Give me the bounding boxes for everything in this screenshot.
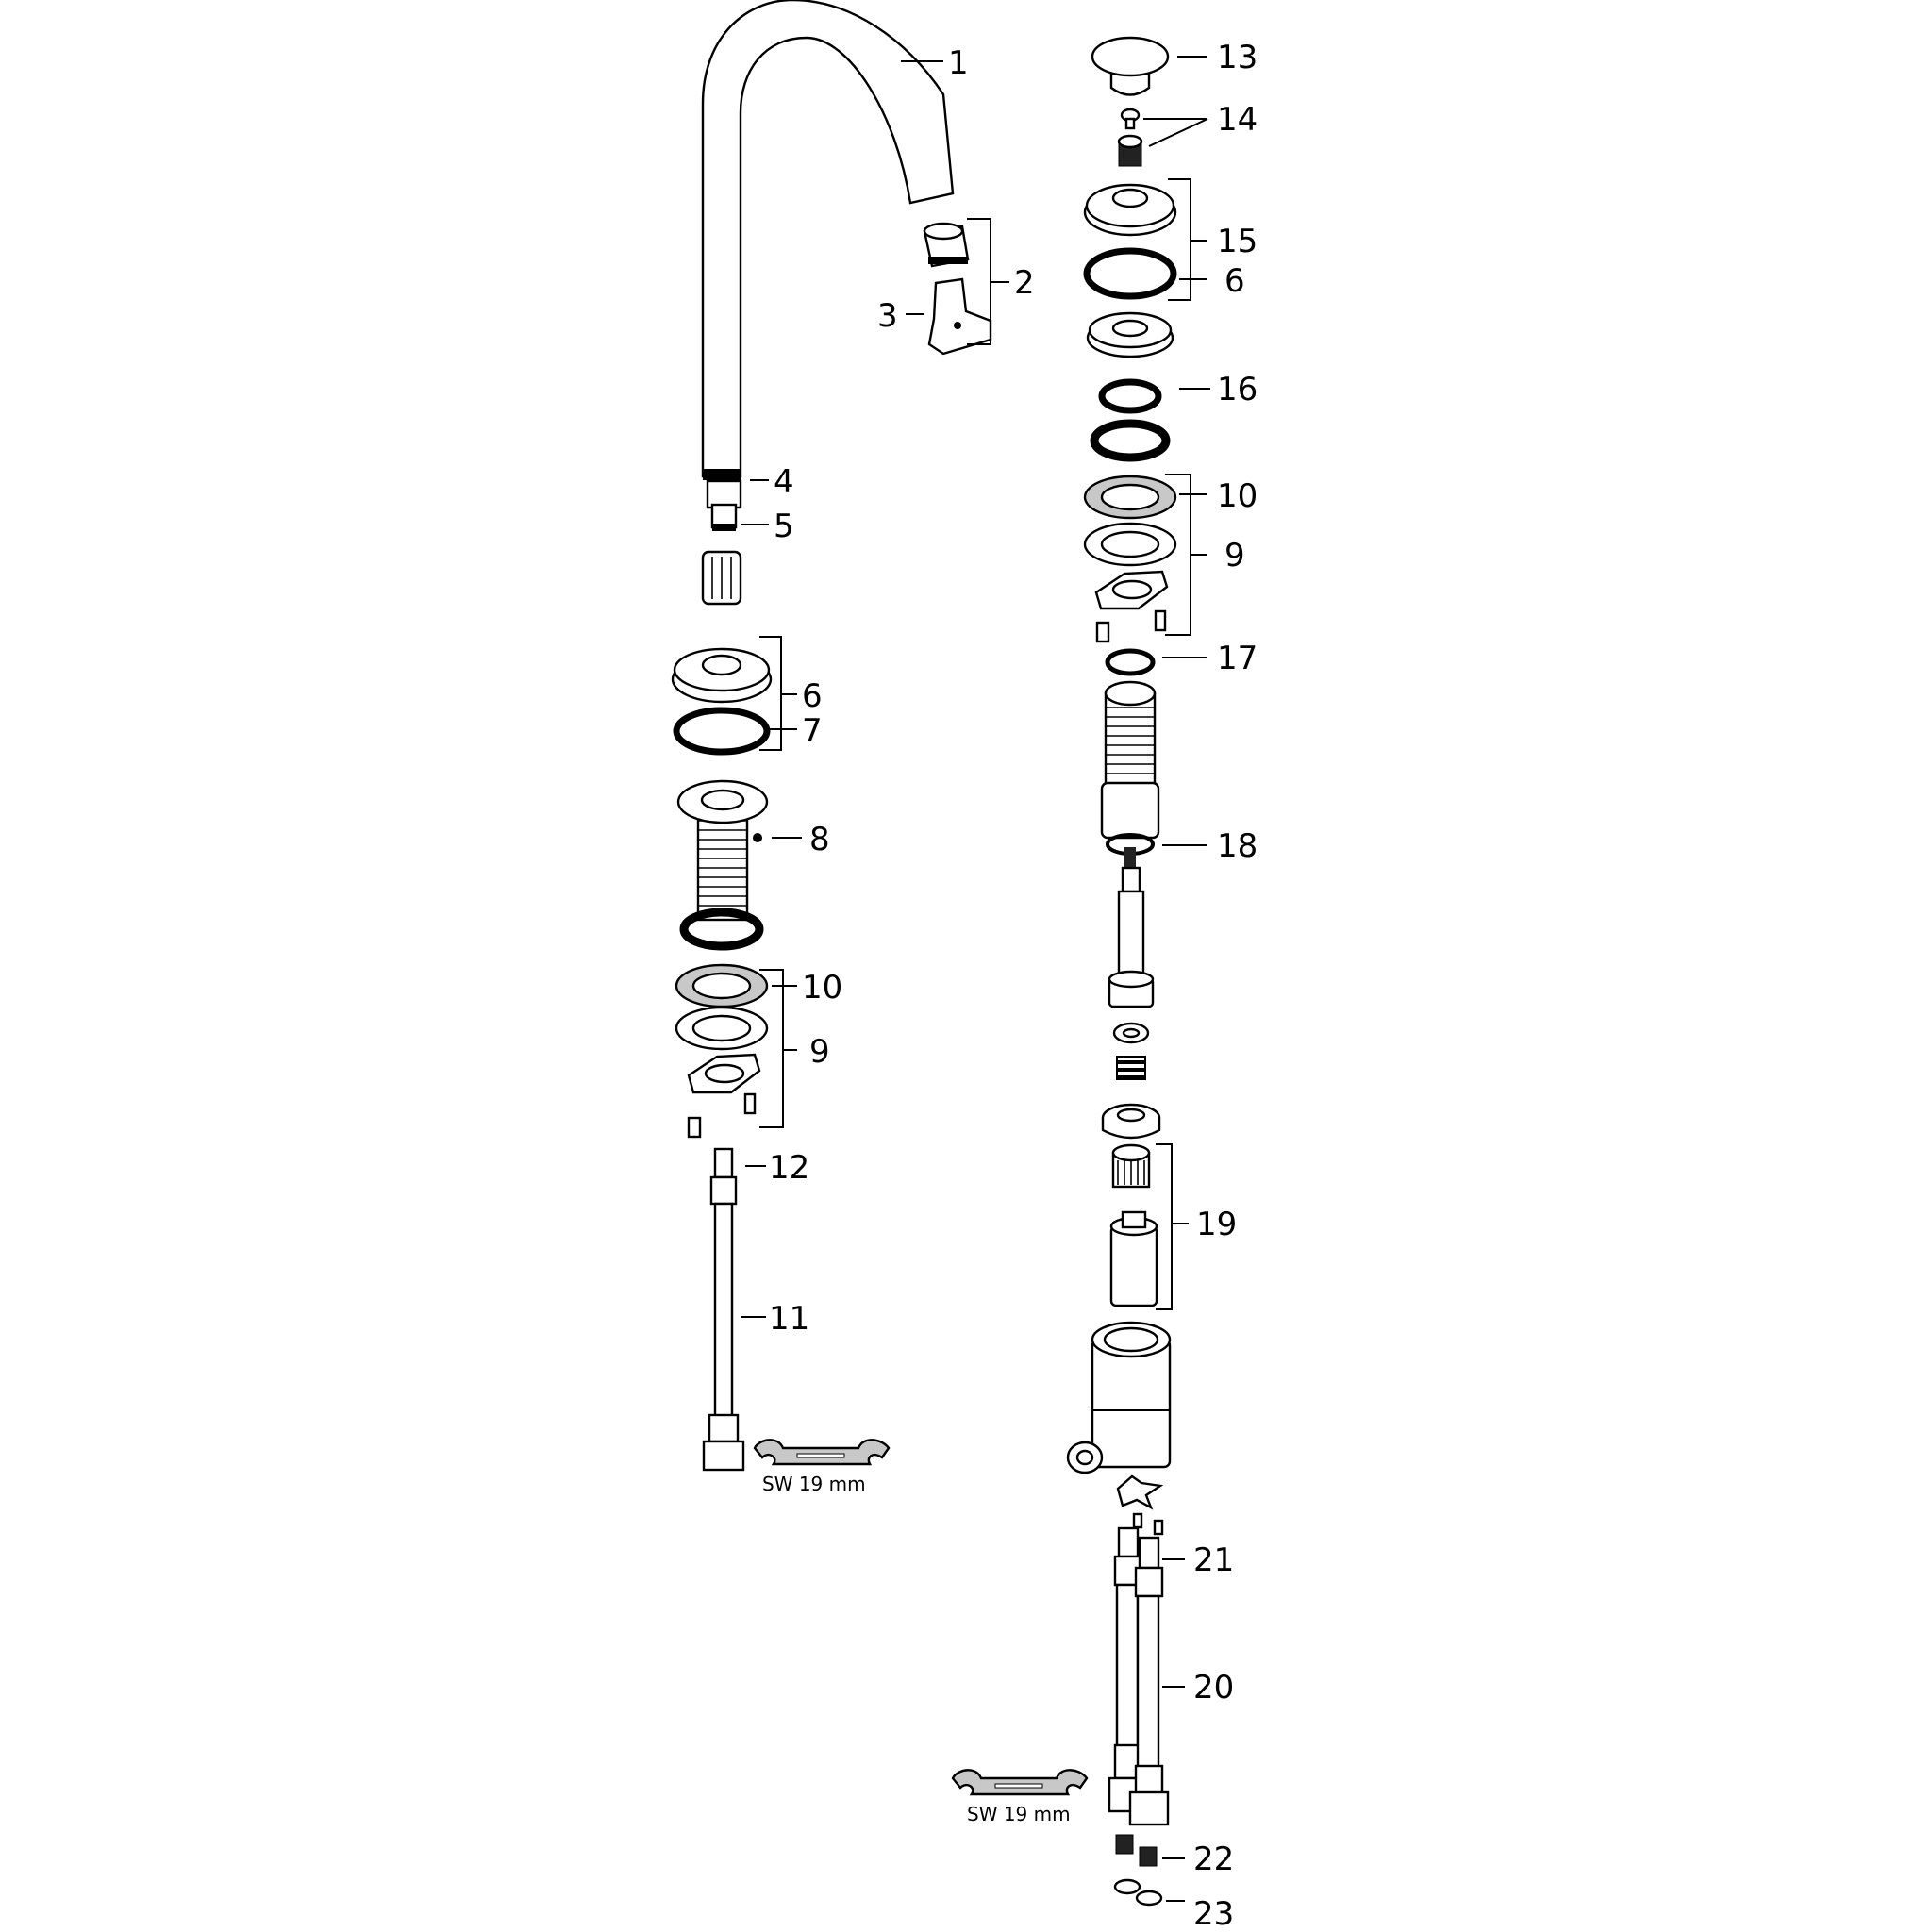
nut — [1086, 311, 1174, 358]
callout-16: 16 — [1217, 371, 1257, 408]
callout-5: 5 — [774, 508, 794, 545]
oring-part-6b — [1083, 247, 1177, 300]
mounting-plate — [1116, 1474, 1164, 1536]
washer-right — [1090, 419, 1171, 462]
callout-3: 3 — [877, 297, 898, 335]
clip-part — [701, 550, 742, 606]
callout-15: 15 — [1217, 223, 1257, 260]
callout-10-left: 10 — [802, 969, 842, 1007]
callout-13: 13 — [1217, 39, 1257, 76]
bracket-19 — [1156, 1143, 1173, 1310]
hoses-part-20-21 — [1108, 1526, 1170, 1826]
callout-4: 4 — [774, 463, 794, 501]
oring-part-16 — [1098, 378, 1162, 414]
spindle — [1108, 847, 1155, 1008]
spout-part-1 — [701, 0, 955, 480]
callout-22: 22 — [1193, 1840, 1234, 1878]
aerator-part-2 — [923, 222, 970, 268]
valve-body — [1066, 1321, 1172, 1474]
callout-23: 23 — [1193, 1895, 1234, 1932]
connector-part-4-5 — [706, 479, 742, 531]
aerator-key-part-3 — [927, 277, 992, 356]
callout-6-right: 6 — [1224, 262, 1245, 300]
hose-part-11-12 — [702, 1147, 745, 1472]
gasket-part-10 — [675, 963, 769, 1008]
filters-part-23 — [1113, 1878, 1163, 1907]
cartridge-part-19 — [1109, 1143, 1158, 1307]
cover-part-15 — [1083, 183, 1177, 237]
check-valves-part-22 — [1115, 1834, 1158, 1867]
bracket-6-7 — [759, 636, 782, 751]
oring-part-17 — [1105, 648, 1156, 676]
callout-6-left: 6 — [802, 677, 823, 715]
oring-part-7 — [673, 707, 771, 756]
callout-9-right: 9 — [1224, 537, 1245, 575]
screw-part-14 — [1117, 108, 1143, 167]
cartridge-part-18 — [1100, 680, 1160, 856]
washer — [679, 908, 764, 951]
callout-7: 7 — [802, 712, 823, 750]
bracket-10-9 — [759, 969, 784, 1128]
callout-11: 11 — [769, 1300, 809, 1338]
wrench-left-icon — [753, 1439, 891, 1466]
callout-20: 20 — [1193, 1669, 1234, 1707]
callout-17: 17 — [1217, 640, 1257, 677]
cap-part-13 — [1091, 36, 1170, 96]
callout-1: 1 — [948, 44, 969, 82]
flange-part-9b — [1083, 522, 1177, 643]
callout-10-right: 10 — [1217, 477, 1257, 515]
callout-19: 19 — [1196, 1206, 1237, 1243]
gasket-part-10b — [1083, 475, 1177, 520]
rosette-part-6 — [671, 647, 773, 704]
callout-14: 14 — [1217, 101, 1257, 139]
callout-21: 21 — [1193, 1541, 1234, 1579]
callout-2: 2 — [1014, 264, 1035, 302]
wrench-size-right: SW 19 mm — [967, 1803, 1071, 1825]
callout-8: 8 — [809, 821, 830, 858]
callout-9-left: 9 — [809, 1033, 830, 1071]
flange-part-9 — [675, 1006, 769, 1139]
callout-12: 12 — [769, 1149, 809, 1187]
threaded-shank-part-8 — [676, 779, 769, 922]
wrench-size-left: SW 19 mm — [762, 1473, 866, 1495]
spring-assembly — [1101, 1022, 1161, 1140]
wrench-right-icon — [951, 1769, 1089, 1796]
callout-18: 18 — [1217, 827, 1257, 865]
